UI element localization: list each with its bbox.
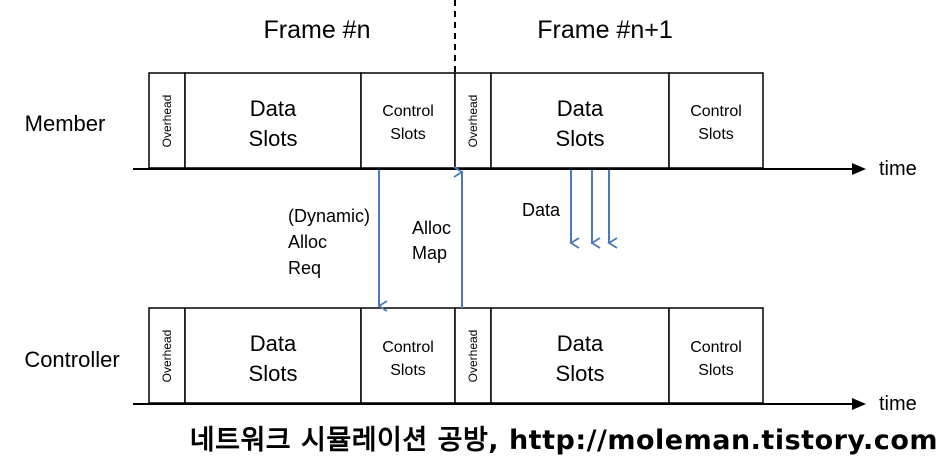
controller-control-slot-2 xyxy=(668,307,764,404)
request-label-line1: (Dynamic) xyxy=(288,206,370,226)
member-control-label-1a: Control xyxy=(382,103,434,120)
member-time-arrowhead xyxy=(852,163,866,175)
member-control-slot-2 xyxy=(668,72,764,169)
frame-label-n: Frame #n xyxy=(264,16,371,44)
member-overhead-label-2: Overhead xyxy=(466,95,480,148)
frame-label-n-plus-1: Frame #n+1 xyxy=(537,16,673,44)
member-control-label-1b: Slots xyxy=(390,126,426,143)
member-control-label-2a: Control xyxy=(690,103,742,120)
member-control-slot-1 xyxy=(360,72,456,169)
member-overhead-label-1: Overhead xyxy=(160,95,174,148)
controller-control-slot-1 xyxy=(360,307,456,404)
member-time-label: time xyxy=(879,158,917,180)
member-data-label-1b: Slots xyxy=(249,126,298,151)
alloc-map-label-line1: Alloc xyxy=(412,218,451,238)
member-control-label-2b: Slots xyxy=(698,126,734,143)
member-data-label-2a: Data xyxy=(557,96,604,121)
controller-control-label-1a: Control xyxy=(382,339,434,356)
member-data-slot-1 xyxy=(184,72,362,169)
controller-data-label-2a: Data xyxy=(557,331,604,356)
controller-data-label-1b: Slots xyxy=(249,361,298,386)
controller-data-slot-2 xyxy=(490,307,670,404)
row-label-controller: Controller xyxy=(24,347,119,372)
member-data-label-2b: Slots xyxy=(556,126,605,151)
controller-frame-row: Overhead Overhead Data Slots Data Slots … xyxy=(148,307,764,404)
controller-time-label: time xyxy=(879,393,917,415)
request-label-line3: Req xyxy=(288,258,321,278)
controller-data-label-2b: Slots xyxy=(556,361,605,386)
controller-control-label-1b: Slots xyxy=(390,362,426,379)
controller-control-label-2b: Slots xyxy=(698,362,734,379)
controller-data-label-1a: Data xyxy=(250,331,297,356)
watermark-text: 네트워크 시뮬레이션 공방, http://moleman.tistory.co… xyxy=(189,425,938,456)
alloc-map-label-line2: Map xyxy=(412,243,447,263)
request-label-line2: Alloc xyxy=(288,232,327,252)
row-label-member: Member xyxy=(25,111,106,136)
controller-overhead-label-2: Overhead xyxy=(466,330,480,383)
controller-overhead-slot-2 xyxy=(454,307,492,404)
controller-data-slot-1 xyxy=(184,307,362,404)
member-data-label-1a: Data xyxy=(250,96,297,121)
controller-time-arrowhead xyxy=(852,398,866,410)
data-arrow-label: Data xyxy=(522,200,561,220)
controller-overhead-label-1: Overhead xyxy=(160,330,174,383)
member-frame-row: Overhead Overhead Data Slots Data Slots … xyxy=(148,72,764,169)
controller-control-label-2a: Control xyxy=(690,339,742,356)
